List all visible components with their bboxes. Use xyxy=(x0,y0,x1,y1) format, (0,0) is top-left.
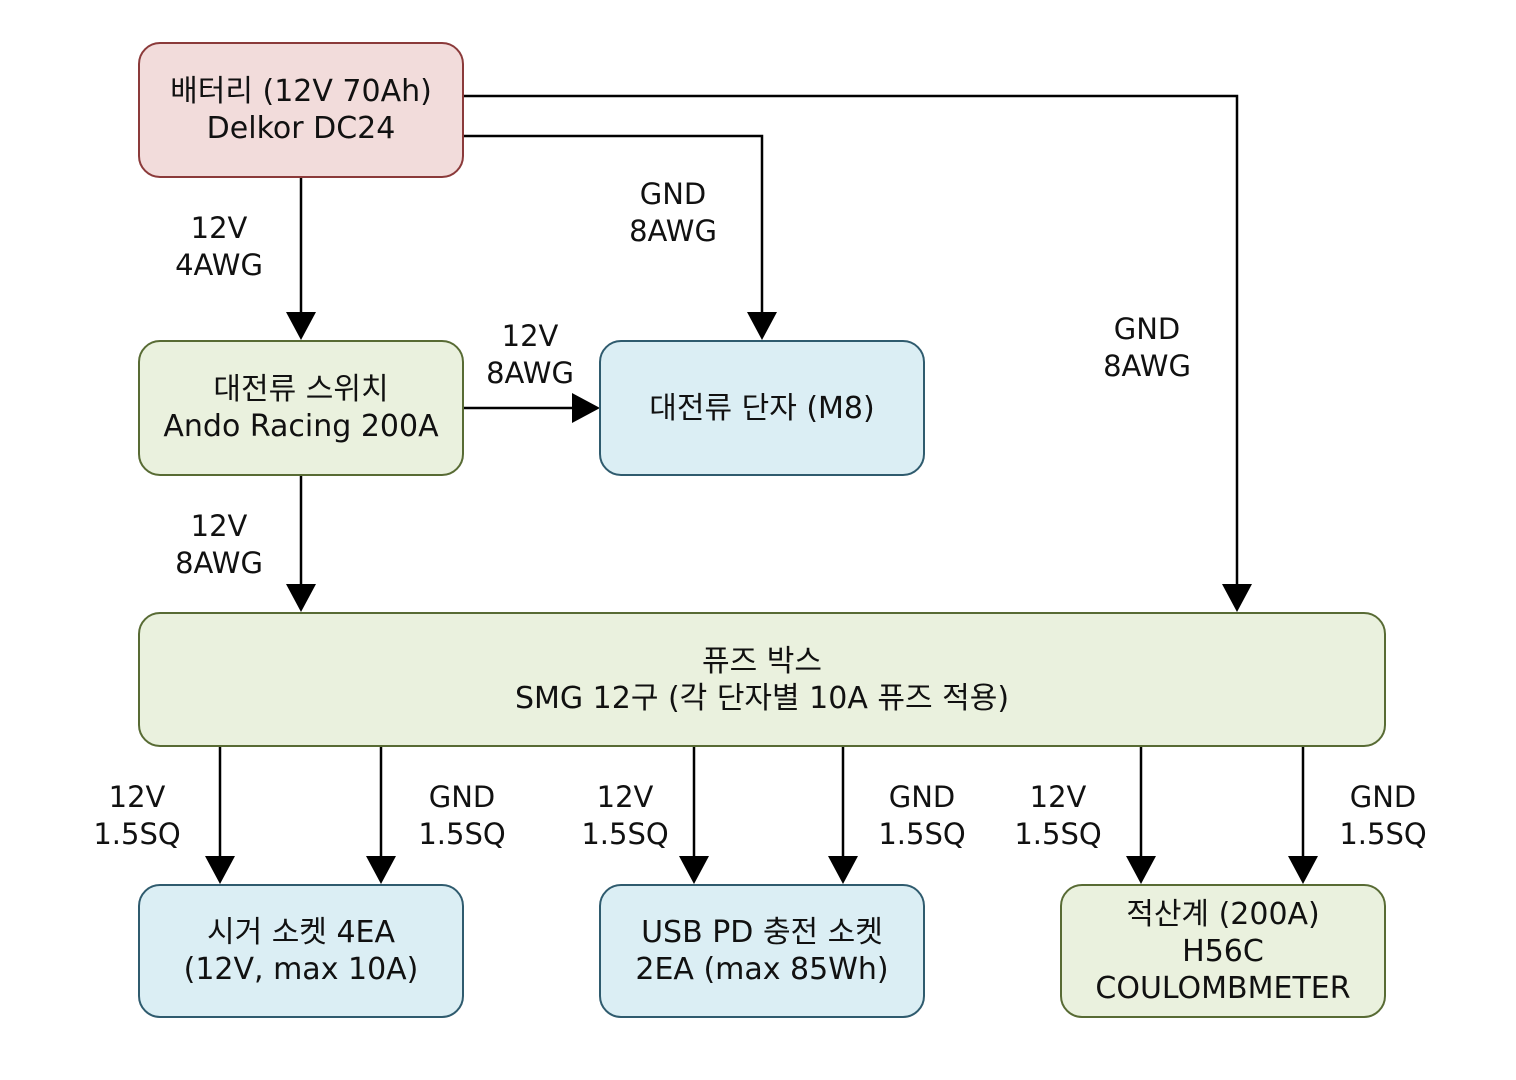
label-line: GND xyxy=(888,780,956,814)
label-line: GND xyxy=(1349,780,1417,814)
usb-pd-name: USB PD 충전 소켓 xyxy=(641,915,883,950)
label-switch-fusebox: 12V 8AWG xyxy=(175,508,263,582)
arrowhead xyxy=(828,856,858,884)
label-battery-fusebox: GND 8AWG xyxy=(1103,311,1191,385)
battery-node: 배터리 (12V 70Ah) Delkor DC24 xyxy=(138,42,464,178)
terminal-node: 대전류 단자 (M8) xyxy=(599,340,925,476)
label-line: 8AWG xyxy=(629,214,717,248)
label-line: 8AWG xyxy=(1103,349,1191,383)
arrowhead xyxy=(679,856,709,884)
label-fusebox-cigar-gnd: GND 1.5SQ xyxy=(418,779,505,853)
label-line: 8AWG xyxy=(486,356,574,390)
label-line: 1.5SQ xyxy=(418,817,506,851)
label-line: 12V xyxy=(596,780,654,814)
arrowhead xyxy=(366,856,396,884)
coulombmeter-name: 적산계 (200A) xyxy=(1126,896,1320,932)
switch-model: Ando Racing 200A xyxy=(163,409,439,444)
label-fusebox-coulomb-gnd: GND 1.5SQ xyxy=(1339,779,1426,853)
label-line: 12V xyxy=(108,780,166,814)
switch-node: 대전류 스위치 Ando Racing 200A xyxy=(138,340,464,476)
arrowhead xyxy=(1126,856,1156,884)
arrowhead xyxy=(1288,856,1318,884)
label-line: GND xyxy=(428,780,496,814)
label-line: 12V xyxy=(501,319,559,353)
coulombmeter-model: H56C xyxy=(1182,933,1264,969)
cigar-socket-spec: (12V, max 10A) xyxy=(183,952,419,987)
arrowhead xyxy=(747,312,777,340)
usb-pd-spec: 2EA (max 85Wh) xyxy=(635,952,889,987)
fusebox-model: SMG 12구 (각 단자별 10A 퓨즈 적용) xyxy=(514,680,1010,716)
label-fusebox-usb-12v: 12V 1.5SQ xyxy=(581,779,668,853)
label-fusebox-coulomb-12v: 12V 1.5SQ xyxy=(1014,779,1101,853)
coulombmeter-node: 적산계 (200A) H56C COULOMBMETER xyxy=(1060,884,1386,1018)
cigar-socket-name: 시거 소켓 4EA xyxy=(206,915,396,950)
arrowhead xyxy=(572,393,600,423)
terminal-name: 대전류 단자 (M8) xyxy=(649,390,875,426)
battery-name: 배터리 (12V 70Ah) xyxy=(170,74,432,109)
fusebox-name: 퓨즈 박스 xyxy=(702,643,822,679)
arrowhead xyxy=(286,584,316,612)
arrowhead xyxy=(286,312,316,340)
label-line: GND xyxy=(639,177,707,211)
label-line: 1.5SQ xyxy=(1339,817,1427,851)
label-line: 1.5SQ xyxy=(581,817,669,851)
cigar-socket-node: 시거 소켓 4EA (12V, max 10A) xyxy=(138,884,464,1018)
edge-battery-terminal xyxy=(464,134,764,312)
fusebox-node: 퓨즈 박스 SMG 12구 (각 단자별 10A 퓨즈 적용) xyxy=(138,612,1386,747)
label-line: GND xyxy=(1113,312,1181,346)
edge-battery-fusebox xyxy=(464,94,1239,584)
label-line: 1.5SQ xyxy=(93,817,181,851)
arrowhead xyxy=(1222,584,1252,612)
coulombmeter-type: COULOMBMETER xyxy=(1095,970,1351,1006)
label-line: 4AWG xyxy=(175,248,263,282)
label-line: 12V xyxy=(190,509,248,543)
label-switch-terminal: 12V 8AWG xyxy=(486,318,574,392)
label-battery-terminal: GND 8AWG xyxy=(629,176,717,250)
label-line: 12V xyxy=(1029,780,1087,814)
label-line: 8AWG xyxy=(175,546,263,580)
arrowhead xyxy=(205,856,235,884)
switch-name: 대전류 스위치 xyxy=(213,372,389,407)
label-fusebox-usb-gnd: GND 1.5SQ xyxy=(878,779,965,853)
usb-pd-node: USB PD 충전 소켓 2EA (max 85Wh) xyxy=(599,884,925,1018)
label-line: 12V xyxy=(190,211,248,245)
label-fusebox-cigar-12v: 12V 1.5SQ xyxy=(93,779,180,853)
label-line: 1.5SQ xyxy=(878,817,966,851)
label-line: 1.5SQ xyxy=(1014,817,1102,851)
label-battery-switch: 12V 4AWG xyxy=(175,210,263,284)
battery-model: Delkor DC24 xyxy=(206,111,396,146)
